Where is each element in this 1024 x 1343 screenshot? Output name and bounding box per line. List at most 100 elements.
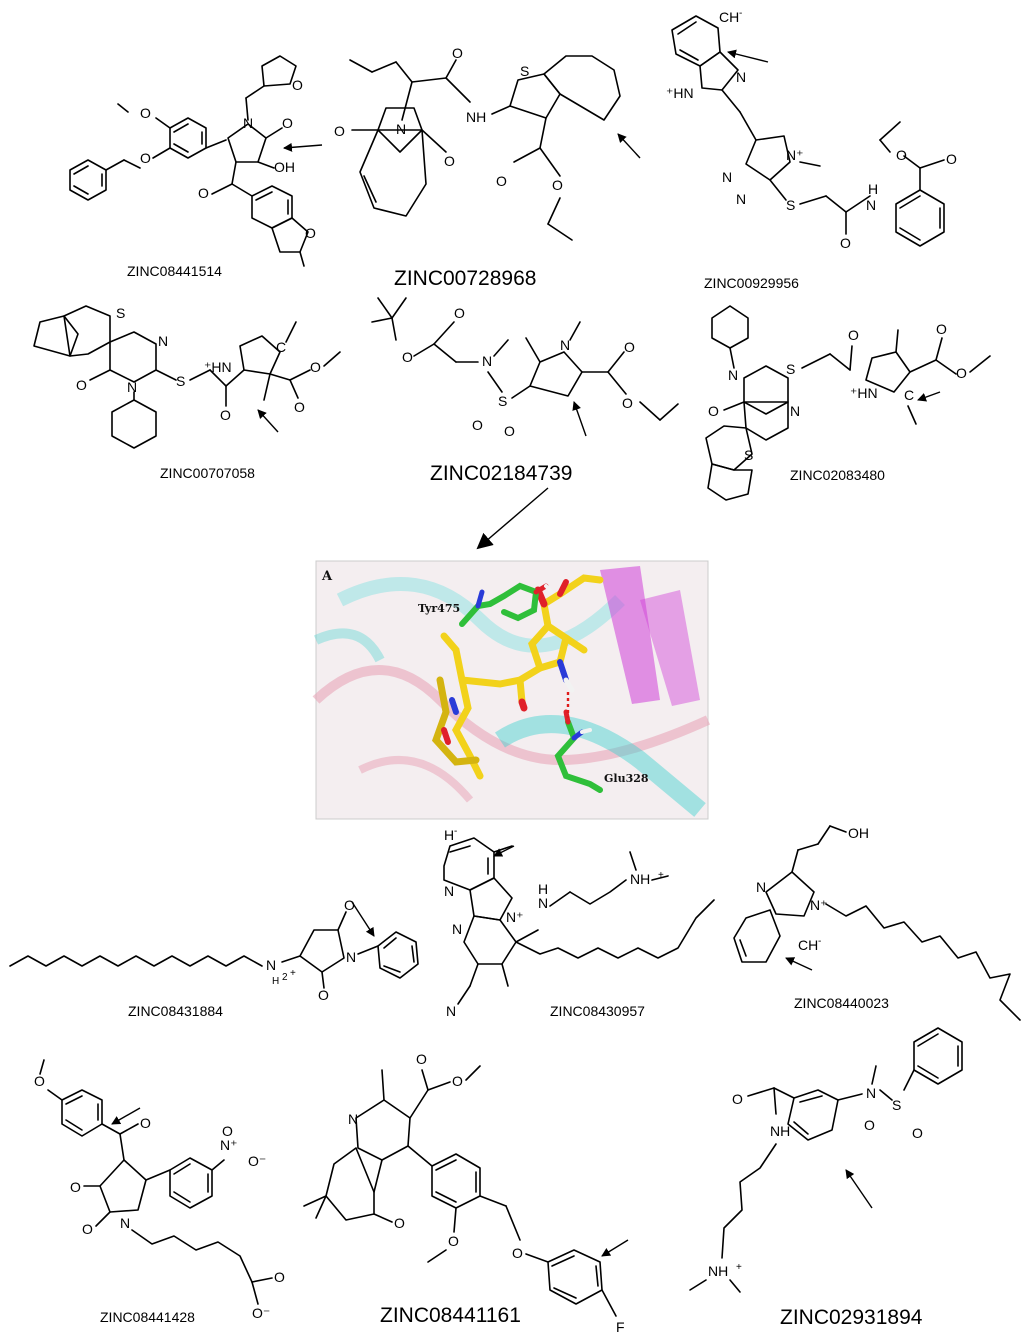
label-zinc08430957: ZINC08430957 (550, 1003, 645, 1019)
svg-text:H: H (538, 881, 548, 897)
structure-zinc02931894: S O O N O NH NH + ZINC02931894 (689, 1027, 963, 1329)
label-zinc02083480: ZINC02083480 (790, 467, 885, 483)
svg-text:O: O (452, 45, 463, 61)
svg-text:-: - (454, 826, 457, 837)
svg-text:N: N (866, 1085, 876, 1101)
svg-text:O: O (334, 123, 345, 139)
svg-text:O: O (912, 1125, 923, 1141)
svg-text:N: N (127, 379, 137, 395)
svg-text:N: N (736, 69, 746, 85)
svg-text:+: + (736, 1262, 742, 1273)
svg-text:O: O (70, 1179, 81, 1195)
svg-text:N: N (482, 353, 492, 369)
structure-zinc08430957: H - N N⁺ N N H N NH + ZINC08430957 (443, 826, 715, 1019)
svg-text:O: O (512, 1245, 523, 1261)
svg-text:O: O (140, 150, 151, 166)
svg-text:N: N (348, 1111, 358, 1127)
residue-label-glu328: Glu328 (604, 772, 649, 785)
panel-letter: A (321, 569, 333, 584)
svg-text:O: O (732, 1091, 743, 1107)
svg-text:O: O (310, 359, 321, 375)
svg-text:O: O (624, 339, 635, 355)
svg-text:O: O (282, 115, 293, 131)
svg-text:N: N (346, 949, 356, 965)
svg-text:S: S (786, 361, 795, 377)
label-zinc08431884: ZINC08431884 (128, 1003, 223, 1019)
label-zinc00929956: ZINC00929956 (704, 275, 799, 291)
svg-text:O: O (504, 423, 515, 439)
svg-text:N⁺: N⁺ (506, 909, 524, 925)
svg-text:N: N (790, 403, 800, 419)
svg-text:O: O (140, 105, 151, 121)
structure-zinc02184739: O O N S O O N O O ZINC02184739 (371, 297, 679, 485)
label-zinc08441428: ZINC08441428 (100, 1309, 195, 1325)
svg-text:O: O (222, 1123, 233, 1139)
svg-text:O: O (344, 897, 355, 913)
svg-text:C: C (276, 339, 286, 355)
svg-text:OH: OH (848, 825, 869, 841)
ligand-sticks (431, 574, 604, 780)
structure-zinc08441428: O O O O N N⁺ O O⁻ O O⁻ ZINC08441428 (34, 1059, 285, 1325)
svg-text:⁺HN: ⁺HN (204, 359, 232, 375)
label-zinc00707058: ZINC00707058 (160, 465, 255, 481)
svg-text:O: O (140, 1115, 151, 1131)
svg-text:C: C (904, 387, 914, 403)
pointer-arrow (476, 487, 549, 550)
svg-text:+: + (290, 968, 296, 979)
svg-text:+: + (658, 870, 664, 881)
label-zinc08440023: ZINC08440023 (794, 995, 889, 1011)
svg-text:O: O (956, 365, 967, 381)
structure-zinc08441161: N O O O O O F ZINC08441161 (303, 1051, 629, 1335)
svg-text:N: N (444, 883, 454, 899)
svg-text:O: O (402, 349, 413, 365)
svg-text:S: S (176, 373, 185, 389)
svg-text:O: O (448, 1233, 459, 1249)
svg-text:O: O (936, 321, 947, 337)
svg-text:N: N (866, 197, 876, 213)
svg-text:NH: NH (708, 1263, 728, 1279)
svg-text:O⁻: O⁻ (252, 1305, 270, 1321)
svg-text:-: - (818, 936, 821, 947)
svg-text:O: O (444, 153, 455, 169)
svg-text:O: O (76, 377, 87, 393)
svg-text:S: S (892, 1097, 901, 1113)
svg-text:O: O (416, 1051, 427, 1067)
structure-zinc00929956: CH - N ⁺HN N⁺ N N S O H N O O ZINC0092 (666, 8, 957, 291)
structure-zinc00728968: O NH S O O N O O ZINC00728968 (334, 45, 641, 290)
svg-text:H: H (868, 181, 878, 197)
svg-text:O: O (452, 1073, 463, 1089)
structure-zinc08440023: OH N N⁺ CH - ZINC08440023 (733, 825, 1021, 1021)
structure-zinc08431884: N H 2 + O N O ZINC08431884 (9, 897, 419, 1019)
svg-text:N: N (756, 879, 766, 895)
svg-text:N⁺: N⁺ (786, 147, 804, 163)
structure-zinc08441514: O O N O OH O O O ZINC08441514 (69, 55, 323, 279)
svg-text:O⁻: O⁻ (248, 1153, 266, 1169)
svg-text:S: S (744, 447, 753, 463)
svg-text:F: F (616, 1319, 625, 1335)
svg-text:H: H (272, 976, 279, 987)
svg-text:N: N (158, 333, 168, 349)
svg-text:CH: CH (719, 9, 739, 25)
svg-text:OH: OH (274, 159, 295, 175)
svg-text:N: N (452, 921, 462, 937)
svg-text:O: O (552, 177, 563, 193)
svg-text:S: S (786, 197, 795, 213)
svg-text:S: S (498, 393, 507, 409)
svg-text:N: N (538, 895, 548, 911)
svg-text:O: O (34, 1073, 45, 1089)
svg-text:N: N (722, 169, 732, 185)
svg-text:O: O (454, 305, 465, 321)
svg-text:O: O (848, 327, 859, 343)
label-zinc02184739: ZINC02184739 (430, 462, 572, 485)
svg-text:N⁺: N⁺ (220, 1137, 238, 1153)
svg-text:O: O (864, 1117, 875, 1133)
svg-text:O: O (840, 235, 851, 251)
svg-text:O: O (292, 77, 303, 93)
svg-text:⁺HN: ⁺HN (666, 85, 694, 101)
svg-text:N: N (446, 1003, 456, 1019)
residue-tyr475-sticks (459, 582, 554, 627)
svg-text:-: - (739, 8, 742, 19)
svg-text:O: O (472, 417, 483, 433)
svg-text:NH: NH (630, 871, 650, 887)
